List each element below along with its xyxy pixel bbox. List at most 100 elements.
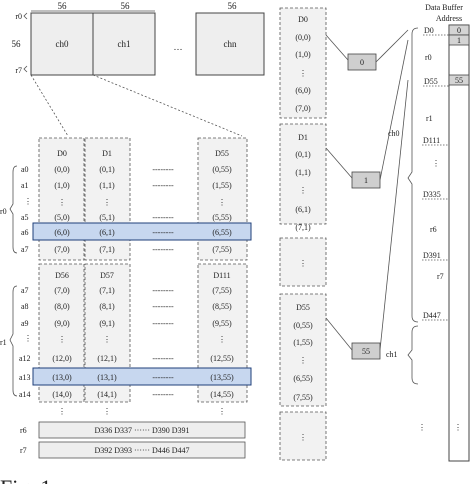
row-label: a7 — [21, 286, 29, 295]
address-r7: r7 — [437, 272, 444, 281]
extra-rows: r6 D336 D337 ······ D390 D391 r7 D392 D3… — [20, 421, 246, 459]
cell: (1,1) — [99, 181, 115, 190]
row-label-r7: r7 — [20, 446, 27, 455]
column-header: D55 — [215, 149, 229, 158]
tag-label: 55 — [362, 347, 370, 356]
address-dots: ⋮ — [432, 159, 440, 168]
connector — [325, 147, 353, 179]
cell: (6,1) — [99, 228, 115, 237]
stack-cell: (7,55) — [293, 393, 313, 402]
row-label: a6 — [21, 228, 29, 237]
channel-label-chn: chn — [224, 39, 237, 49]
cell: (6,0) — [54, 228, 70, 237]
stack-cell: (1,0) — [295, 50, 311, 59]
row-label-r6: r6 — [20, 426, 27, 435]
height-label: 56 — [12, 39, 22, 49]
buffer-column — [448, 24, 470, 462]
dash-separator: -------- — [152, 286, 174, 295]
cell: (9,0) — [54, 319, 70, 328]
highlight-row-a6 — [32, 222, 252, 241]
column-header: D56 — [55, 271, 69, 280]
column-header: D1 — [102, 149, 112, 158]
dash-separator: -------- — [152, 228, 174, 237]
cell: (13,0) — [52, 373, 72, 382]
brace-r0 — [9, 165, 18, 254]
address-d111: D111 — [423, 136, 440, 145]
tag-label: 0 — [360, 58, 364, 67]
row-group-r0: D0 D1 D55 a0 a1 ⋮ a5 a6 a7 r0 (0,0) (1,0… — [0, 137, 252, 261]
cell: (12,1) — [97, 354, 117, 363]
row-group-label: r0 — [0, 207, 7, 216]
stack-cell: ⋮ — [299, 69, 307, 78]
width-label-chn: 56 — [228, 1, 238, 11]
cell: (7,55) — [212, 286, 232, 295]
connector — [375, 29, 409, 63]
row-bar-r7 — [38, 441, 246, 459]
vdots: ⋮ — [218, 407, 226, 416]
zoom-line-right — [92, 74, 243, 137]
row-label-r7-top: r7 — [15, 66, 22, 75]
buffer-title: Data Buffer — [425, 3, 463, 12]
cell: (1,55) — [212, 181, 232, 190]
cell: ⋮ — [103, 198, 111, 207]
channel-label-ch1: ch1 — [118, 39, 131, 49]
cell: ⋮ — [218, 198, 226, 207]
column-header: D57 — [100, 271, 114, 280]
address-d55: D55 — [424, 77, 438, 86]
stack-cell: (0,55) — [293, 321, 313, 330]
dash-separator: -------- — [152, 373, 174, 382]
row-bar-text: D336 D337 ······ D390 D391 — [94, 426, 189, 435]
cell: (8,55) — [212, 302, 232, 311]
row-label-r0-top: r0 — [15, 12, 22, 21]
data-buffer: Data Buffer Address 0 1 55 D0 r0 D55 r1 … — [386, 3, 470, 462]
stack-cell: (7,0) — [295, 104, 311, 113]
cell: (7,1) — [99, 286, 115, 295]
stack-block-tail — [279, 411, 327, 461]
cell: (9,1) — [99, 319, 115, 328]
cell: (6,55) — [212, 228, 232, 237]
connector — [325, 317, 353, 351]
chevron-left-icon — [23, 65, 28, 73]
stack-cell: (1,55) — [293, 338, 313, 347]
row-label: a1 — [21, 181, 29, 190]
cell: (0,1) — [99, 165, 115, 174]
buffer-cell-55 — [448, 74, 470, 86]
cell: (0,0) — [54, 165, 70, 174]
channel-block-chn — [195, 12, 265, 76]
column-header: D0 — [57, 149, 67, 158]
stack-cell: (6,0) — [295, 86, 311, 95]
column-header: D111 — [213, 271, 230, 280]
stack-cell: (7,1) — [295, 223, 311, 232]
cell: (9,55) — [212, 319, 232, 328]
stack-header: D55 — [296, 303, 310, 312]
cell: (12,0) — [52, 354, 72, 363]
cell: (12,55) — [210, 354, 234, 363]
stack-cell: ⋮ — [299, 356, 307, 365]
stack-cell: (6,1) — [295, 205, 311, 214]
stack-cell: (6,55) — [293, 374, 313, 383]
cell: (7,0) — [54, 286, 70, 295]
address-r6: r6 — [430, 225, 437, 234]
tag-55 — [351, 342, 381, 360]
row-label: a13 — [19, 373, 31, 382]
row-label: a8 — [21, 302, 29, 311]
connector — [379, 39, 409, 181]
cell: (14,55) — [210, 390, 234, 399]
stack-cell: (0,1) — [295, 150, 311, 159]
cell: ⋮ — [58, 335, 66, 344]
buffer-cell-label: 1 — [457, 36, 461, 45]
dash-separator: -------- — [152, 181, 174, 190]
stacked-columns: D0 (0,0) (1,0) ⋮ (6,0) (7,0) D1 (0,1) (1… — [279, 7, 409, 461]
dash-separator: -------- — [152, 319, 174, 328]
row-label: a12 — [19, 354, 31, 363]
cell: (7,0) — [54, 245, 70, 254]
row-label: a5 — [21, 213, 29, 222]
stack-header: D1 — [298, 133, 308, 142]
address-dots-bottom: ⋮ — [418, 423, 426, 432]
stack-cell: (1,1) — [295, 168, 311, 177]
vdots: ⋮ — [103, 407, 111, 416]
address-r0: r0 — [425, 53, 432, 62]
dash-separator: -------- — [152, 213, 174, 222]
